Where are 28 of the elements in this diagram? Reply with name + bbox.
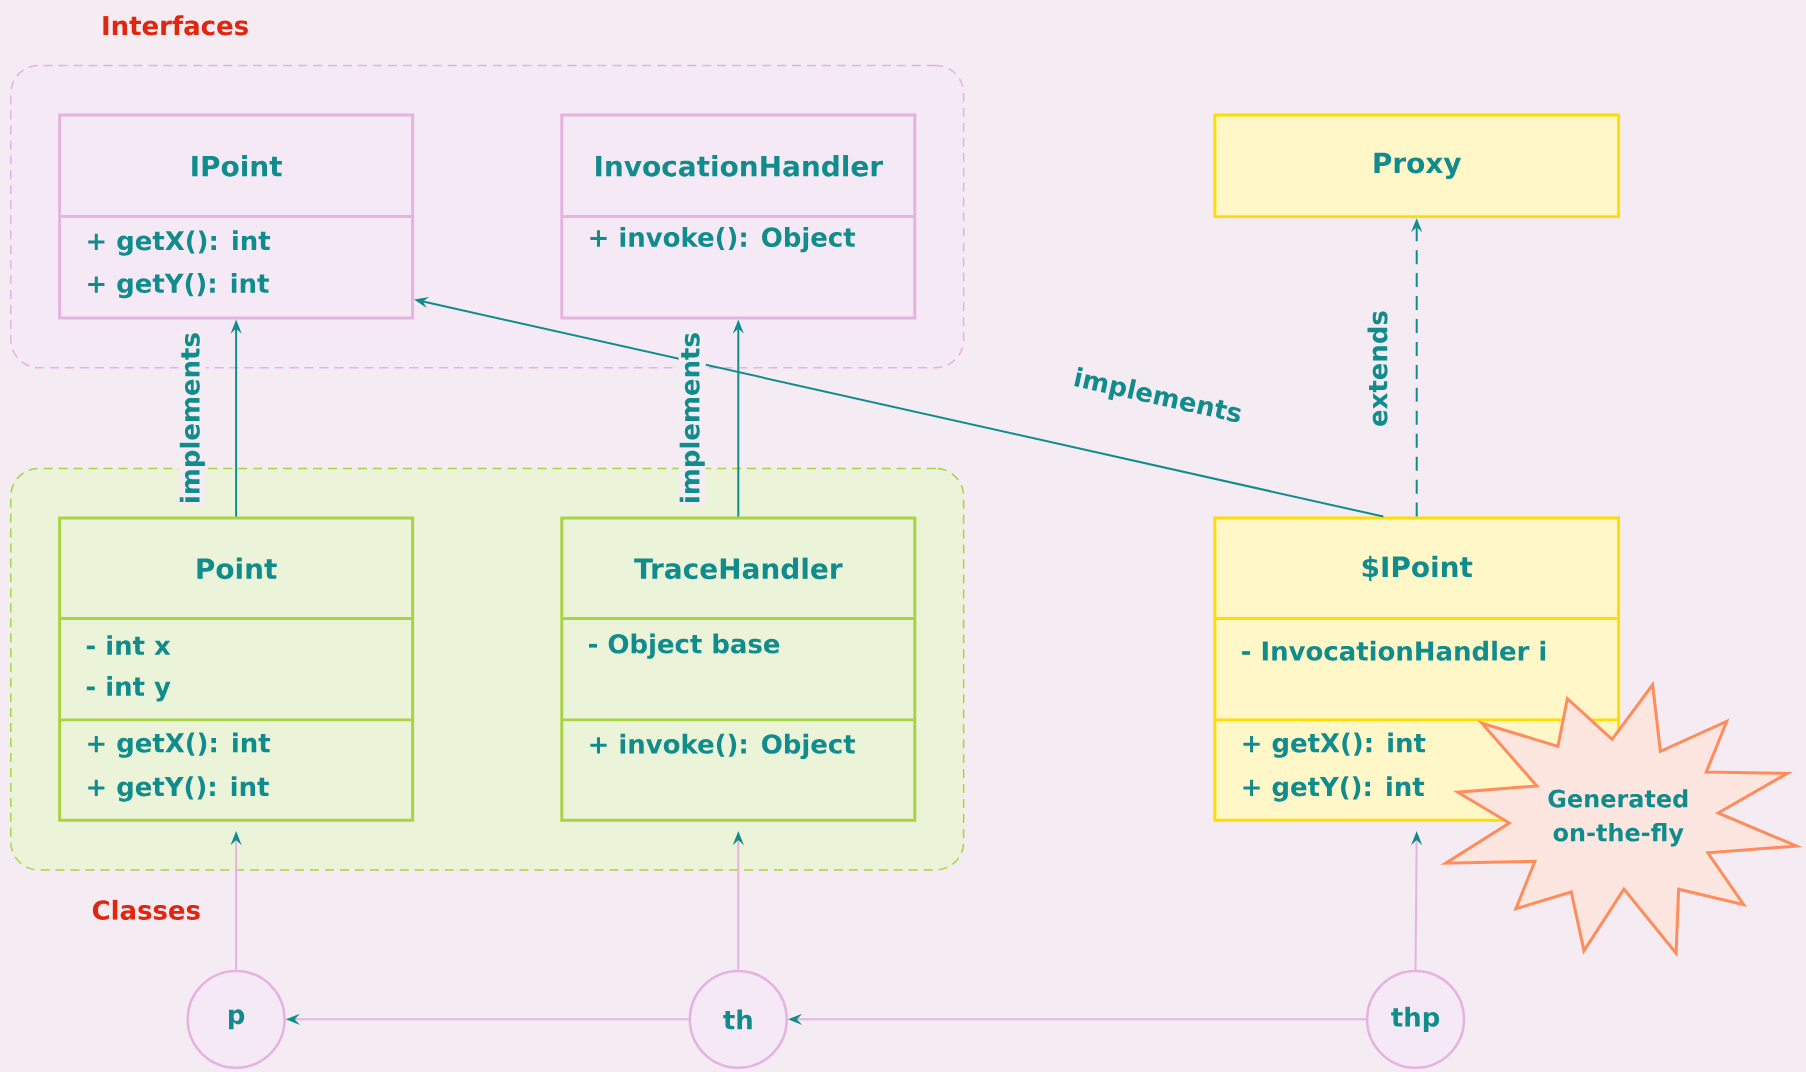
class-name: IPoint [192, 154, 282, 177]
class-box [1213, 113, 1621, 218]
edge-label: extends [1367, 311, 1388, 426]
method-text: + getY(): int [1243, 776, 1425, 802]
class-box [58, 113, 415, 320]
group-heading: Classes [92, 899, 200, 920]
method-text: + getY(): int [88, 272, 269, 299]
class-box [560, 113, 917, 320]
method-text: + getX(): int [88, 732, 271, 758]
attribute-text: - InvocationHandler i [1242, 640, 1546, 661]
class-name: TraceHandler [634, 557, 843, 580]
class-name: $IPoint [1362, 555, 1473, 581]
class-box [58, 516, 415, 822]
method-text: + getX(): int [88, 230, 271, 256]
edge-label: implements [679, 333, 705, 502]
method-text: + getX(): int [1243, 732, 1426, 758]
class-name: Point [197, 557, 277, 580]
class-box [560, 516, 917, 822]
attribute-text: - int y [86, 675, 171, 702]
group-heading: Interfaces [103, 15, 248, 36]
edge-label: implements [179, 333, 205, 502]
method-text: + invoke(): Object [590, 226, 856, 253]
attribute-text: - int x [86, 635, 171, 655]
method-text: + getY(): int [88, 776, 269, 802]
method-text: + invoke(): Object [590, 733, 856, 759]
attribute-text: - Object base [589, 633, 780, 659]
class-name: Proxy [1374, 152, 1462, 179]
class-name: InvocationHandler [596, 154, 884, 177]
